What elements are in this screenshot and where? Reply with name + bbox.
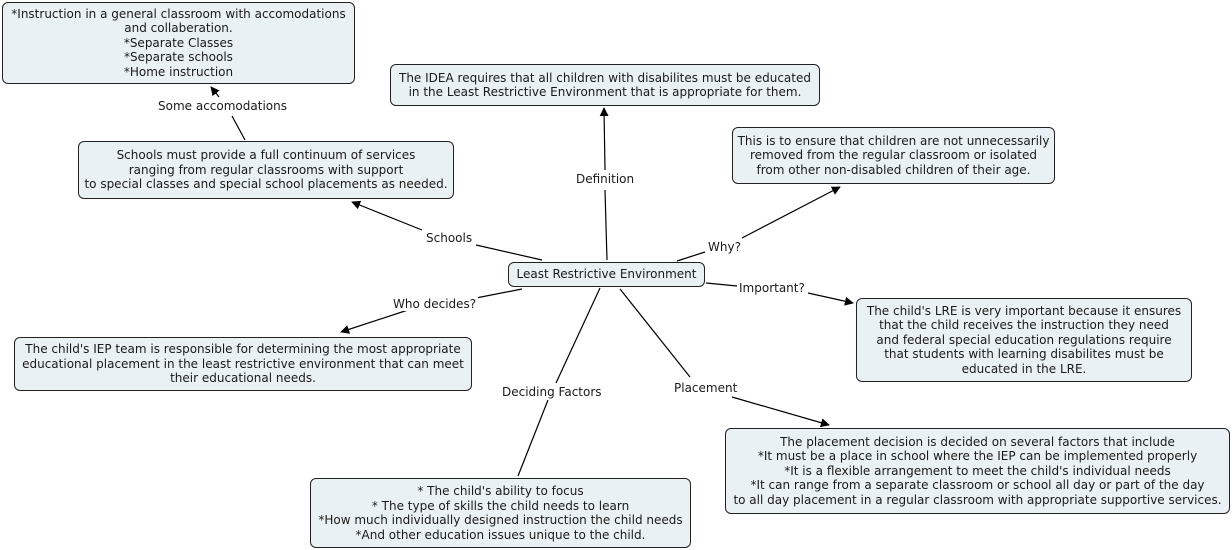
important-node[interactable]: The child's LRE is very important becaus… <box>856 298 1192 382</box>
accommodations-line: *Instruction in a general classroom with… <box>11 6 346 21</box>
deciding-factors-line: * The child's ability to focus <box>417 484 584 498</box>
important-line: The child's LRE is very important becaus… <box>866 303 1182 318</box>
important-line: that the child receives the instruction … <box>879 318 1169 333</box>
link-placement-upper <box>619 288 691 378</box>
placement-line: *It can range from a separate classroom … <box>750 478 1205 493</box>
deciding-factors-line: *And other education issues unique to th… <box>355 527 646 542</box>
link-label-deciding-factors: Deciding Factors <box>500 385 604 399</box>
placement-line: to all day placement in a regular classr… <box>733 492 1222 507</box>
idea-definition-node[interactable]: The IDEA requires that all children with… <box>390 64 820 106</box>
why-line: This is to ensure that children are not … <box>737 133 1050 148</box>
schools-line: Schools must provide a full continuum of… <box>116 148 416 163</box>
idea-definition-line: The IDEA requires that all children with… <box>399 70 811 85</box>
iep-team-line: educational placement in the least restr… <box>22 356 464 371</box>
link-placement-lower <box>731 396 830 428</box>
link-accommodations-upper <box>210 86 220 98</box>
link-who-decides-upper <box>340 309 409 334</box>
schools-line: ranging from regular classrooms with sup… <box>128 162 404 177</box>
schools-line: to special classes and special school pl… <box>84 177 448 192</box>
important-line: educated in the LRE. <box>961 361 1087 376</box>
why-node[interactable]: This is to ensure that children are not … <box>732 127 1055 184</box>
link-who-decides-lower <box>475 288 523 299</box>
why-line: from other non-disabled children of thei… <box>756 162 1031 177</box>
link-schools-upper <box>351 200 423 231</box>
placement-node[interactable]: The placement decision is decided on sev… <box>725 428 1230 514</box>
link-label-definition: Definition <box>574 172 637 186</box>
iep-team-line: their educational needs. <box>170 371 316 386</box>
link-label-why: Why? <box>706 240 743 254</box>
link-accommodations-lower <box>231 115 246 141</box>
placement-line: The placement decision is decided on sev… <box>780 434 1175 449</box>
iep-team-node[interactable]: The child's IEP team is responsible for … <box>14 337 472 391</box>
link-label-schools: Schools <box>424 231 475 245</box>
center-concept-text: Least Restrictive Environment <box>516 267 697 282</box>
accommodations-line: *Separate Classes <box>123 35 234 50</box>
why-line: removed from the regular classroom or is… <box>749 148 1037 163</box>
link-label-some-accommodations: Some accomodations <box>156 99 289 113</box>
link-factors-lower <box>517 399 549 477</box>
link-label-placement: Placement <box>672 381 740 395</box>
iep-team-line: The child's IEP team is responsible for … <box>25 342 461 357</box>
link-schools-lower <box>475 244 543 261</box>
schools-node[interactable]: Schools must provide a full continuum of… <box>78 141 454 199</box>
link-why-upper <box>741 186 841 239</box>
deciding-factors-line: *How much individually designed instruct… <box>318 513 683 527</box>
link-why-lower <box>676 251 706 262</box>
link-important-lower <box>705 282 738 287</box>
link-important-upper <box>807 292 854 306</box>
placement-line: *It must be a place in school where the … <box>757 449 1198 464</box>
link-label-important: Important? <box>737 281 807 295</box>
link-definition-lower <box>604 189 608 261</box>
important-line: and federal special education regulation… <box>876 332 1172 347</box>
important-line: that students with learning disabilites … <box>884 347 1164 362</box>
center-concept-node[interactable]: Least Restrictive Environment <box>508 262 705 287</box>
deciding-factors-line: * The type of skills the child needs to … <box>371 498 630 513</box>
accommodations-line: *Separate schools <box>124 50 233 65</box>
accommodations-line: *Home instruction <box>123 64 234 79</box>
link-factors-upper <box>555 287 601 384</box>
accommodations-line: and collaberation. <box>124 21 233 36</box>
accommodations-node[interactable]: *Instruction in a general classroom with… <box>2 2 355 84</box>
link-definition-upper <box>599 107 609 171</box>
placement-line: *It is a flexible arrangement to meet th… <box>784 463 1171 478</box>
link-label-who-decides: Who decides? <box>391 297 479 311</box>
idea-definition-line: in the Least Restrictive Environment tha… <box>408 85 802 99</box>
deciding-factors-node[interactable]: * The child's ability to focus * The typ… <box>310 478 691 548</box>
